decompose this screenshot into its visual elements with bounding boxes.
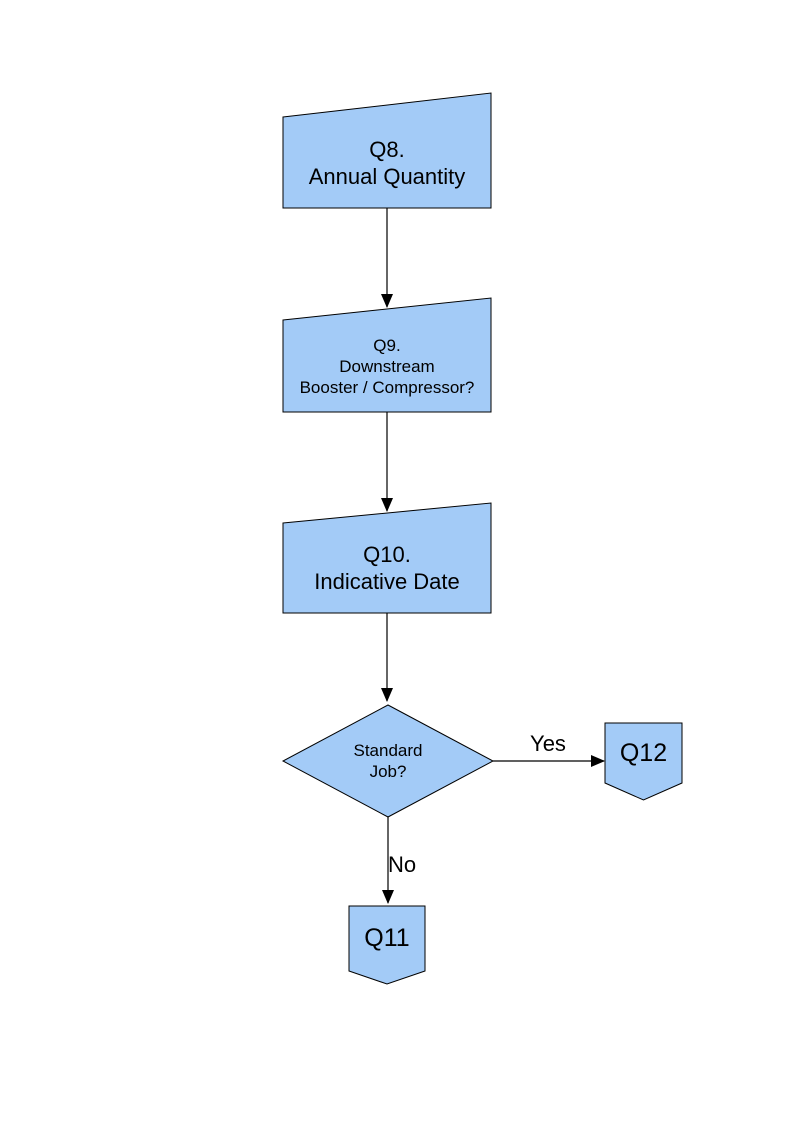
- node-q10-shape: [282, 502, 492, 614]
- node-q8-shape: [282, 92, 492, 209]
- node-q9-shape: [282, 297, 492, 413]
- node-q12-shape: [604, 722, 683, 801]
- node-q11-shape: [348, 905, 426, 985]
- node-decision-shape: [281, 704, 495, 818]
